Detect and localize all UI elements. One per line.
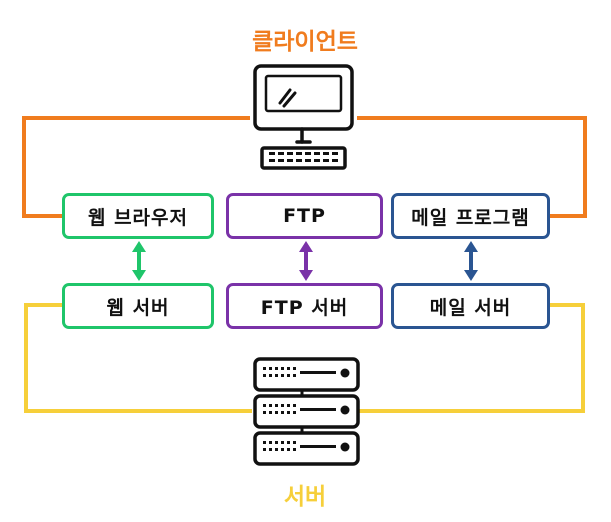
desktop-computer-icon <box>253 64 354 170</box>
client-connector-left <box>22 116 250 218</box>
client-app-ftp: FTP <box>226 193 383 239</box>
client-app-mail-program: 메일 프로그램 <box>391 193 550 239</box>
server-app-mail-server: 메일 서버 <box>391 283 550 329</box>
client-app-web-browser: 웹 브라우저 <box>62 193 214 239</box>
server-connector-left <box>24 303 252 413</box>
server-app-web-server: 웹 서버 <box>62 283 214 329</box>
server-connector-right <box>358 303 585 413</box>
mail-arrow <box>464 241 478 281</box>
client-title: 클라이언트 <box>252 29 358 55</box>
server-rack-icon <box>253 357 360 466</box>
web-arrow <box>132 241 146 281</box>
server-app-ftp-server: FTP 서버 <box>226 283 383 329</box>
ftp-arrow <box>299 241 313 281</box>
server-title: 서버 <box>283 484 327 510</box>
client-connector-right <box>357 116 587 218</box>
